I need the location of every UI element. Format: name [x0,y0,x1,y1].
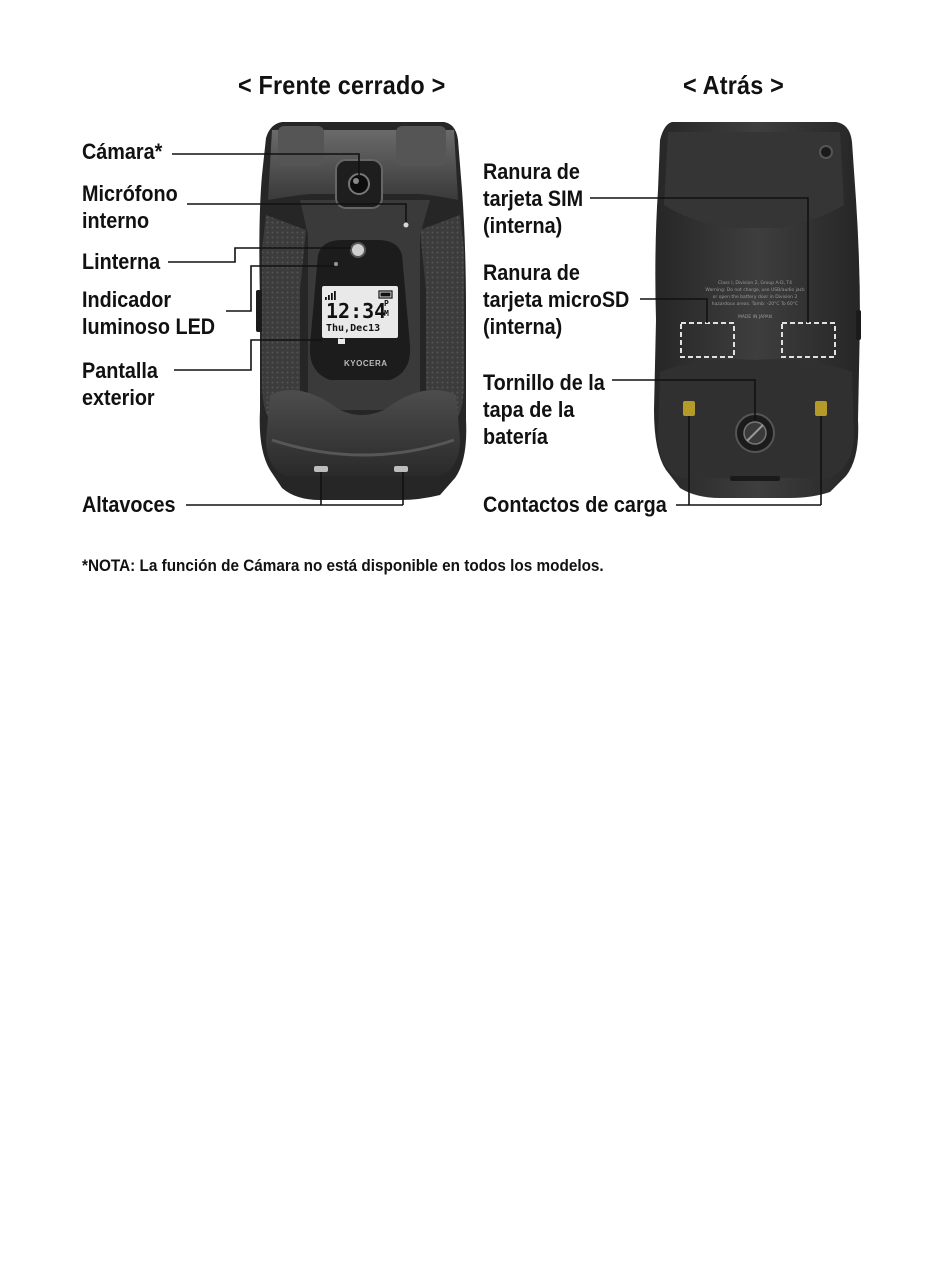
internal-mic-label-line2: interno [82,208,150,233]
leader-flashlight [168,247,351,263]
front-side-key-left [256,290,262,332]
speakers-label: Altavoces [82,491,176,518]
microsd-slot-label-line1: Ranura de [483,260,580,285]
microsd-slot-label-line2: tarjeta microSD [483,287,630,312]
flashlight-label-text: Linterna [82,249,161,274]
front-led-indicator [334,262,338,266]
front-speaker-right [394,466,408,472]
back-side-key-right [856,310,861,340]
sim-slot-label-line2: tarjeta SIM [483,186,584,211]
signal-bar-3 [331,293,333,300]
leader-sim [590,197,809,323]
back-label-line4: hazardous areas. Tamb: -20°C To 60°C [712,301,798,307]
front-heading: < Frente cerrado > [238,70,446,100]
front-camera-glint [353,178,359,184]
external-display-label: Pantalla exterior [82,357,158,411]
sim-slot-label: Ranura de tarjeta SIM (interna) [483,158,583,239]
leader-camera [172,153,360,178]
sim-slot-label-line1: Ranura de [483,159,580,184]
front-bottom-lid-ridge [271,438,455,457]
external-display-label-line2: exterior [82,385,155,410]
battery-screw-label-line3: batería [483,424,548,449]
back-label-line3: or open the battery door in Division 2 [713,294,798,300]
back-phone: Class I, Division 2, Group A-D, T4 Warni… [654,122,861,498]
sim-slot-label-line3: (interna) [483,213,563,238]
front-flashlight [350,242,366,258]
front-bottom-lid [266,390,460,476]
back-label-line5: MADE IN JAPAN [738,314,772,320]
microsd-slot-label: Ranura de tarjeta microSD (interna) [483,259,629,340]
screen-ampm-top: P [384,299,389,308]
leader-internal-mic [187,203,407,222]
led-indicator-label: Indicador luminoso LED [82,286,215,340]
leader-battery-screw [612,379,756,420]
screen-ampm-bottom: M [384,309,389,318]
front-speaker-left [314,466,328,472]
leader-microsd [640,298,708,323]
back-label-line1: Class I, Division 2, Group A-D, T4 [718,280,792,286]
screen-battery-fill [380,292,391,297]
charging-contacts-label-text: Contactos de carga [483,492,667,517]
leader-lines [168,153,822,506]
back-bottom-port [730,476,780,481]
internal-mic-label-line1: Micrófono [82,181,178,206]
signal-bar-4 [334,291,336,300]
external-display-label-line1: Pantalla [82,358,158,383]
screen-lock-shackle [338,334,345,339]
charging-contacts-label: Contactos de carga [483,491,667,518]
camera-label: Cámara* [82,138,162,165]
front-phone: 12:34 P M Thu,Dec13 KYOCERA [256,122,467,500]
charging-contact-left [683,401,695,416]
speakers-label-text: Altavoces [82,492,176,517]
signal-bar-1 [325,297,327,300]
front-brand-logo: KYOCERA [344,359,388,368]
microsd-slot-label-line3: (interna) [483,314,563,339]
front-hinge-right [396,126,446,166]
back-heading: < Atrás > [683,70,784,100]
back-lanyard-hole [819,145,833,159]
back-label-line2: Warning: Do not charge, use USB/audio ja… [705,287,805,293]
screen-battery-icon [378,290,393,299]
battery-screw-label: Tornillo de la tapa de la batería [483,369,605,450]
leader-led [226,265,334,312]
back-upper-plate [664,132,844,228]
screen-time: 12:34 [326,299,386,323]
led-indicator-label-line2: luminoso LED [82,314,216,339]
footnote: *NOTA: La función de Cámara no está disp… [82,556,604,575]
led-indicator-label-line1: Indicador [82,287,172,312]
front-mic-hole [403,222,409,228]
screen-date: Thu,Dec13 [326,323,380,334]
internal-mic-label: Micrófono interno [82,180,178,234]
leader-display [174,339,322,371]
battery-screw-label-line2: tapa de la [483,397,575,422]
flashlight-label: Linterna [82,248,160,275]
signal-bar-2 [328,295,330,300]
front-grip-right [420,215,464,420]
front-hinge-left [278,126,324,166]
charging-contact-right [815,401,827,416]
front-grip-left [262,215,306,420]
camera-label-text: Cámara* [82,139,163,164]
front-external-screen [322,286,398,338]
screen-lock-icon [338,339,345,344]
battery-screw-slot [746,424,764,442]
battery-screw-label-line1: Tornillo de la [483,370,605,395]
